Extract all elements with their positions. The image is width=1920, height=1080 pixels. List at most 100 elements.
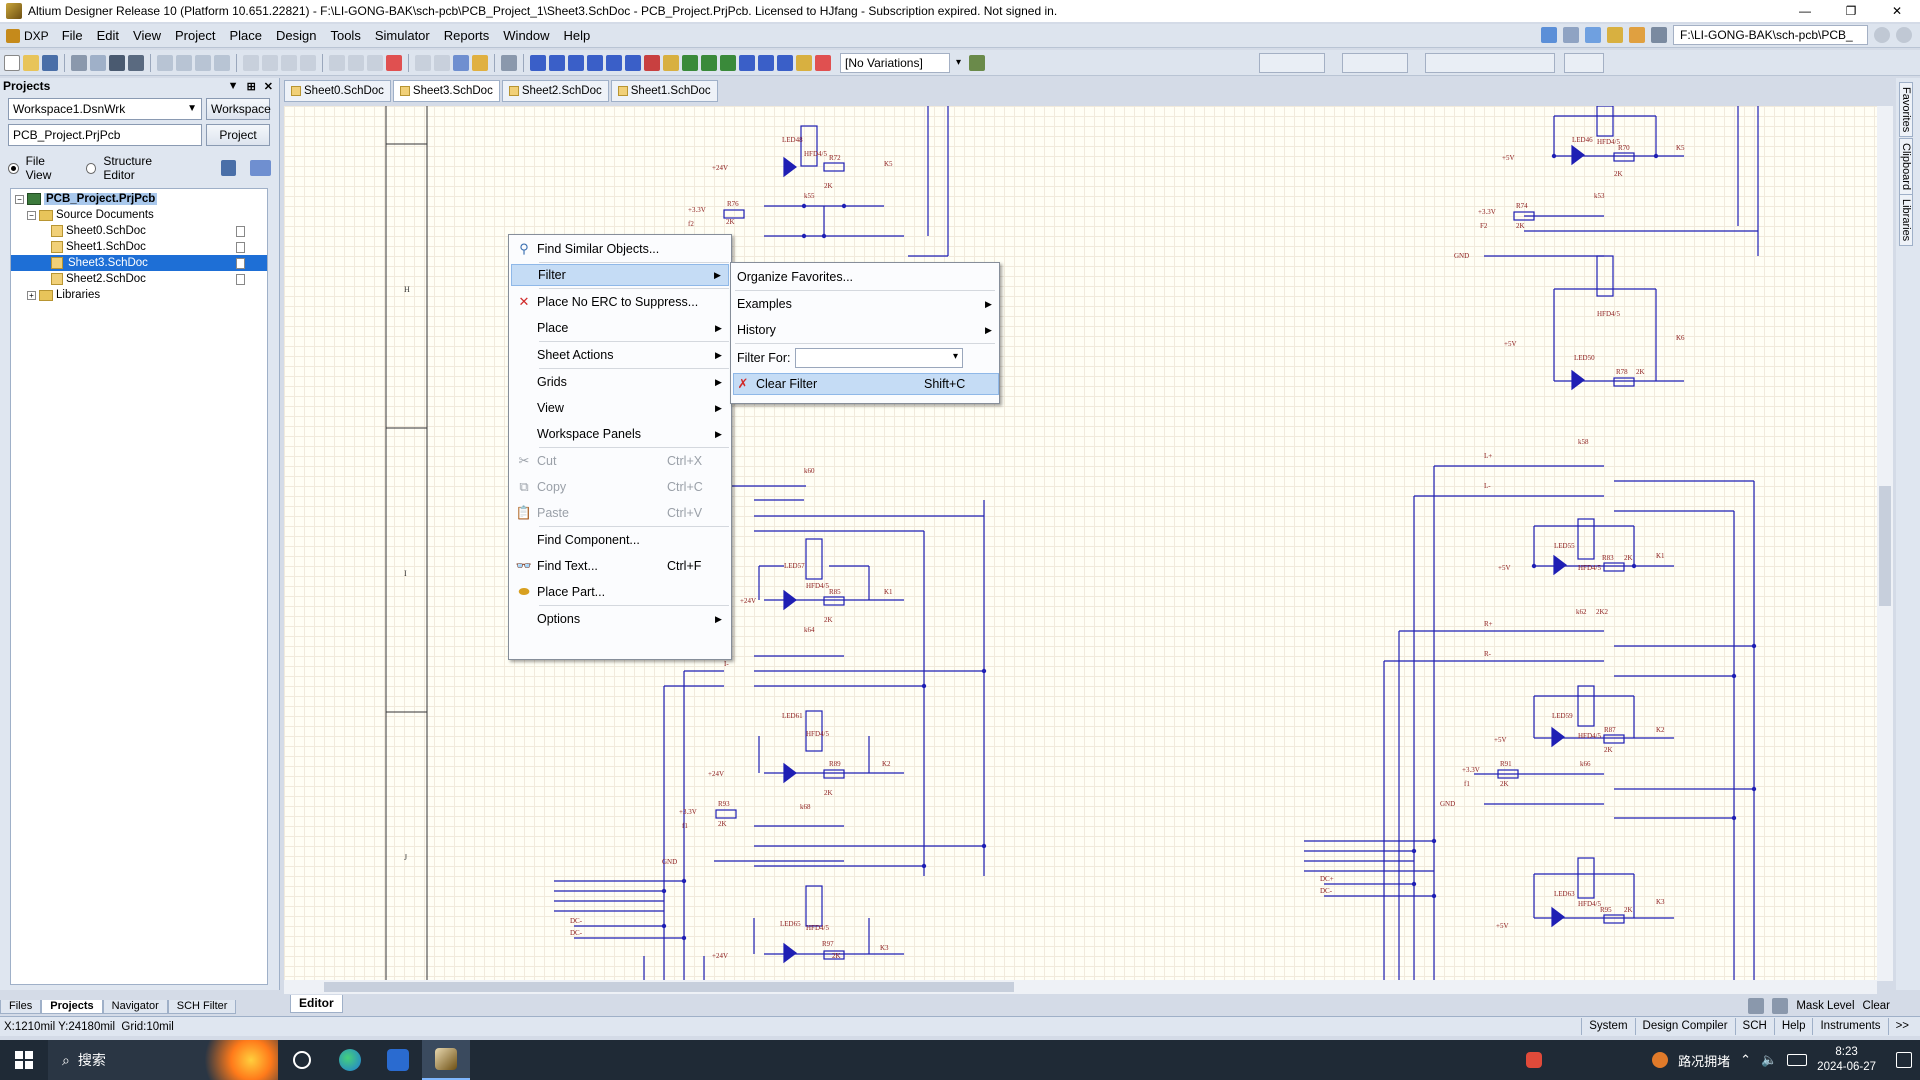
menu-organize-favorites[interactable]: Organize Favorites... bbox=[733, 266, 999, 288]
project-field[interactable]: PCB_Project.PrjPcb bbox=[8, 124, 202, 146]
device-sheet-icon[interactable] bbox=[720, 54, 736, 71]
taskbar-search[interactable]: ⌕ 搜索 bbox=[48, 1040, 278, 1080]
keyboard-icon[interactable] bbox=[1787, 1054, 1808, 1066]
new-icon[interactable] bbox=[4, 54, 20, 71]
back-icon[interactable] bbox=[1874, 27, 1890, 43]
doc-tab-sheet2[interactable]: Sheet2.SchDoc bbox=[501, 80, 609, 102]
place-net-label-icon[interactable] bbox=[606, 54, 622, 71]
tray-chevron-icon[interactable]: ⌃ bbox=[1740, 1052, 1751, 1067]
favorites-tab[interactable]: Favorites bbox=[1899, 82, 1913, 138]
tab-files[interactable]: Files bbox=[0, 1000, 42, 1014]
tab-projects[interactable]: Projects bbox=[41, 1000, 103, 1014]
filter-icon[interactable] bbox=[1772, 998, 1789, 1014]
pcb-3d-icon[interactable] bbox=[128, 54, 144, 71]
menu-sheet-actions[interactable]: Sheet Actions ▶ bbox=[511, 344, 729, 366]
menu-project[interactable]: Project bbox=[175, 27, 216, 43]
menu-workspace-panels[interactable]: Workspace Panels ▶ bbox=[511, 423, 729, 445]
help-panel-button[interactable]: Help bbox=[1773, 1018, 1813, 1035]
tree-doc-sheet0[interactable]: Sheet0.SchDoc bbox=[11, 223, 267, 239]
power-port-icon[interactable] bbox=[1585, 27, 1601, 43]
variant-manager-icon[interactable] bbox=[969, 54, 985, 71]
clear-filter-icon[interactable] bbox=[386, 54, 402, 71]
place-part-icon[interactable] bbox=[663, 54, 679, 71]
shapes-icon[interactable] bbox=[1629, 27, 1645, 43]
menu-options[interactable]: Options ▶ bbox=[511, 608, 729, 630]
task-view-button[interactable] bbox=[278, 1040, 326, 1080]
layer-combo-4[interactable] bbox=[1564, 52, 1604, 73]
project-path-field[interactable]: F:\LI-GONG-BAK\sch-pcb\PCB_ bbox=[1673, 25, 1868, 45]
menu-edit[interactable]: Edit bbox=[96, 27, 120, 43]
deselect-icon[interactable] bbox=[367, 54, 383, 71]
port-icon[interactable] bbox=[777, 54, 793, 71]
sheet-entry-icon[interactable] bbox=[701, 54, 717, 71]
mask-level-button[interactable]: Mask Level bbox=[1796, 1000, 1855, 1012]
menu-examples[interactable]: Examples ▶ bbox=[733, 293, 999, 315]
print-icon[interactable] bbox=[71, 54, 87, 71]
editor-tab[interactable]: Editor bbox=[290, 995, 343, 1013]
workspace-button[interactable]: Workspace bbox=[206, 98, 271, 120]
libraries-tab[interactable]: Libraries bbox=[1899, 194, 1913, 247]
menu-tools[interactable]: Tools bbox=[330, 27, 361, 43]
tab-navigator[interactable]: Navigator bbox=[102, 1000, 168, 1014]
tree-libraries-node[interactable]: + Libraries bbox=[11, 287, 267, 303]
place-wire-icon[interactable] bbox=[530, 54, 546, 71]
menu-cut[interactable]: ✂ Cut Ctrl+X bbox=[511, 450, 729, 472]
project-button[interactable]: Project bbox=[206, 124, 270, 146]
copy-icon[interactable] bbox=[262, 54, 278, 71]
vertical-scroll-thumb[interactable] bbox=[1879, 486, 1891, 606]
gnd-port-icon[interactable] bbox=[625, 54, 641, 71]
doc-tab-sheet3[interactable]: Sheet3.SchDoc bbox=[392, 80, 500, 102]
menu-place-no-erc[interactable]: ✕ Place No ERC to Suppress... bbox=[511, 291, 729, 313]
variations-select[interactable]: [No Variations] bbox=[840, 52, 961, 73]
forward-icon[interactable] bbox=[1896, 27, 1912, 43]
menu-place-part[interactable]: ⬬ Place Part... bbox=[511, 581, 729, 603]
layer-combo-2[interactable] bbox=[1342, 52, 1408, 73]
menu-find-component[interactable]: Find Component... bbox=[511, 529, 729, 551]
menu-history[interactable]: History ▶ bbox=[733, 319, 999, 341]
zoom-dropdown-icon[interactable] bbox=[214, 54, 230, 71]
no-erc-icon[interactable] bbox=[815, 54, 831, 71]
dxp-menu[interactable]: DXP bbox=[0, 25, 55, 47]
restore-button[interactable]: ❐ bbox=[1845, 4, 1857, 18]
menu-file[interactable]: File bbox=[61, 27, 83, 43]
menu-find-text[interactable]: 👓 Find Text... Ctrl+F bbox=[511, 555, 729, 577]
device-icon[interactable] bbox=[109, 54, 125, 71]
menu-place[interactable]: Place ▶ bbox=[511, 317, 729, 339]
undo-icon[interactable] bbox=[415, 54, 431, 71]
menu-paste[interactable]: 📋 Paste Ctrl+V bbox=[511, 502, 729, 524]
panel-pin-icon[interactable]: ⊞ bbox=[246, 80, 256, 93]
cut-icon[interactable] bbox=[243, 54, 259, 71]
close-button[interactable]: ✕ bbox=[1891, 4, 1903, 18]
tab-sch-filter[interactable]: SCH Filter bbox=[167, 1000, 237, 1014]
menu-grids[interactable]: Grids ▶ bbox=[511, 371, 729, 393]
zoom-area-icon[interactable] bbox=[176, 54, 192, 71]
horizontal-scroll-thumb[interactable] bbox=[324, 982, 1014, 992]
sch-panel-button[interactable]: SCH bbox=[1734, 1018, 1774, 1035]
align-icon[interactable] bbox=[1563, 27, 1579, 43]
collapse-icon[interactable]: − bbox=[15, 194, 24, 204]
calculator-button[interactable] bbox=[374, 1040, 422, 1080]
design-compiler-button[interactable]: Design Compiler bbox=[1634, 1018, 1735, 1035]
place-bus-icon[interactable] bbox=[549, 54, 565, 71]
sheet-symbol-icon[interactable] bbox=[682, 54, 698, 71]
layer-combo-3[interactable] bbox=[1425, 52, 1555, 73]
tree-source-docs-node[interactable]: − Source Documents bbox=[11, 207, 267, 223]
workspace-select[interactable]: Workspace1.DsnWrk ▼ bbox=[8, 98, 202, 120]
notification-icon[interactable] bbox=[1896, 1052, 1912, 1068]
menu-design[interactable]: Design bbox=[276, 27, 317, 43]
browse-library-icon[interactable] bbox=[501, 54, 517, 71]
clock[interactable]: 8:23 2024-06-27 bbox=[1817, 1045, 1876, 1075]
zoom-fit-icon[interactable] bbox=[157, 54, 173, 71]
schematic-drawing[interactable]: H I J bbox=[284, 106, 1884, 981]
paste-icon[interactable] bbox=[281, 54, 297, 71]
clear-button[interactable]: Clear bbox=[1862, 1000, 1890, 1012]
menu-filter[interactable]: Filter ▶ bbox=[511, 264, 729, 286]
panel-close-icon[interactable]: ✕ bbox=[263, 80, 273, 93]
part-icon[interactable] bbox=[1607, 27, 1623, 43]
expand-icon[interactable]: + bbox=[27, 290, 36, 300]
harness-connector-icon[interactable] bbox=[739, 54, 755, 71]
menu-help[interactable]: Help bbox=[563, 27, 591, 43]
menu-view[interactable]: View bbox=[133, 27, 161, 43]
highlight-icon[interactable] bbox=[1748, 998, 1765, 1014]
select-area-icon[interactable] bbox=[329, 54, 345, 71]
